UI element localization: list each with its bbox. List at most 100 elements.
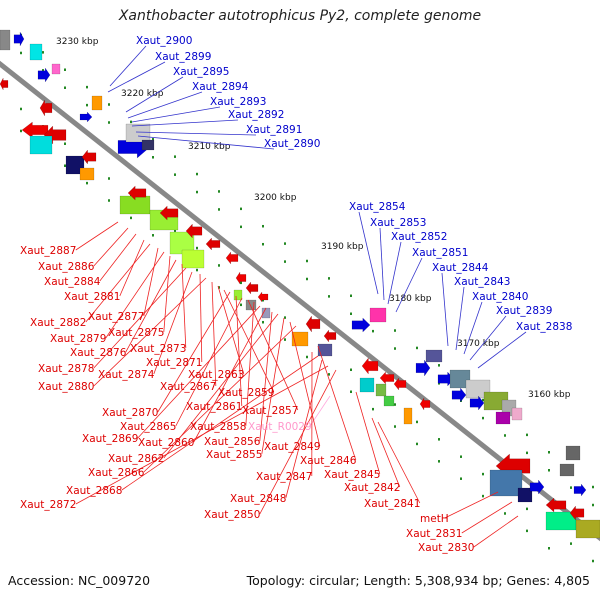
forward-gene-label[interactable]: Xaut_2899 (155, 51, 211, 63)
reverse-gene-label[interactable]: Xaut_2857 (242, 405, 298, 417)
ruler-tick (416, 346, 418, 350)
forward-gene-label[interactable]: Xaut_2851 (412, 247, 468, 259)
reverse-gene-label[interactable]: Xaut_2859 (218, 387, 274, 399)
reverse-gene-label[interactable]: Xaut_2873 (130, 343, 186, 355)
rna-gene-label[interactable]: Xaut_R0029 (248, 421, 312, 433)
reverse-gene-label[interactable]: Xaut_2871 (146, 357, 202, 369)
leader-line (461, 501, 513, 534)
reverse-gene-label[interactable]: Xaut_2869 (82, 433, 138, 445)
ruler-tick (152, 156, 154, 159)
ruler-tick (460, 477, 462, 480)
ruler-tick (262, 224, 264, 228)
forward-gene-label[interactable]: Xaut_2852 (391, 231, 447, 243)
reverse-gene-label[interactable]: Xaut_2884 (44, 276, 101, 288)
leader-line (93, 227, 129, 267)
reverse-gene-label[interactable]: Xaut_2865 (120, 421, 176, 433)
reverse-gene-label[interactable]: Xaut_2830 (418, 542, 474, 554)
forward-gene-label[interactable]: Xaut_2839 (496, 305, 552, 317)
gene-glyph (125, 123, 151, 143)
ruler-tick (482, 494, 484, 498)
reverse-gene-label[interactable]: Xaut_2863 (188, 369, 244, 381)
forward-gene-label[interactable]: Xaut_2893 (210, 96, 266, 108)
reverse-gene-label[interactable]: Xaut_2856 (204, 436, 261, 448)
reverse-gene-label[interactable]: Xaut_2879 (50, 333, 106, 345)
leader-line (181, 263, 187, 349)
reverse-gene-label[interactable]: Xaut_2881 (64, 291, 120, 303)
kbp-label: 3230 kbp (56, 37, 99, 47)
leader-line (153, 271, 193, 375)
ruler-tick (548, 451, 550, 454)
gene-glyph (39, 99, 53, 117)
reverse-gene-label[interactable]: Xaut_2842 (344, 482, 400, 494)
gene-glyph (545, 497, 567, 513)
reverse-gene-label[interactable]: Xaut_2882 (30, 317, 86, 329)
reverse-gene-label[interactable]: Xaut_2850 (204, 509, 260, 521)
reverse-gene-label[interactable]: Xaut_2848 (230, 493, 286, 505)
reverse-gene-label[interactable]: Xaut_2875 (108, 327, 164, 339)
forward-gene-label[interactable]: Xaut_2894 (192, 81, 249, 93)
forward-gene-label[interactable]: Xaut_2844 (432, 262, 489, 274)
forward-gene-label[interactable]: Xaut_2838 (516, 321, 572, 333)
reverse-gene-label[interactable]: Xaut_2847 (256, 471, 312, 483)
forward-gene-label[interactable]: Xaut_2890 (264, 138, 320, 150)
reverse-gene-label[interactable]: metH (420, 513, 449, 525)
ruler-tick (108, 103, 110, 106)
gene-glyph (569, 505, 585, 521)
reverse-gene-label[interactable]: Xaut_2841 (364, 498, 420, 510)
reverse-gene-label[interactable]: Xaut_2831 (406, 528, 462, 540)
reverse-gene-label[interactable]: Xaut_2855 (206, 449, 262, 461)
gene-glyph (495, 411, 511, 425)
reverse-gene-label[interactable]: Xaut_2868 (66, 485, 122, 497)
reverse-gene-label[interactable]: Xaut_2860 (138, 437, 194, 449)
ruler-tick (284, 316, 286, 319)
leader-line (163, 313, 279, 459)
forward-gene-label[interactable]: Xaut_2895 (173, 66, 229, 78)
reverse-gene-label[interactable]: Xaut_2866 (88, 467, 145, 479)
reverse-gene-label[interactable]: Xaut_2878 (38, 363, 94, 375)
reverse-gene-label[interactable]: Xaut_2870 (102, 407, 158, 419)
gene-glyph (415, 359, 431, 377)
reverse-gene-label[interactable]: Xaut_2846 (300, 455, 357, 467)
forward-gene-label[interactable]: Xaut_2892 (228, 109, 284, 121)
ruler-tick (548, 547, 550, 550)
ruler-tick (526, 507, 528, 511)
ruler-tick (64, 164, 66, 167)
gene-labels: Xaut_2900Xaut_2899Xaut_2895Xaut_2894Xaut… (20, 35, 572, 554)
leader-line (157, 291, 231, 413)
gene-glyph (517, 487, 533, 503)
forward-gene-label[interactable]: Xaut_2840 (472, 291, 528, 303)
reverse-gene-label[interactable]: Xaut_2862 (108, 453, 164, 465)
ruler-tick (262, 298, 264, 302)
reverse-gene-label[interactable]: Xaut_2858 (190, 421, 246, 433)
reverse-gene-label[interactable]: Xaut_2872 (20, 499, 76, 511)
leader-line (175, 297, 243, 427)
reverse-gene-label[interactable]: Xaut_2849 (264, 441, 320, 453)
gene-glyph (419, 397, 431, 411)
reverse-gene-label[interactable]: Xaut_2886 (38, 261, 95, 273)
ruler-tick (482, 398, 484, 402)
forward-gene-label[interactable]: Xaut_2891 (246, 124, 302, 136)
reverse-gene-label[interactable]: Xaut_2877 (88, 311, 144, 323)
reverse-gene-label[interactable]: Xaut_2867 (160, 381, 216, 393)
ruler-tick (592, 559, 594, 563)
reverse-gene-label[interactable]: Xaut_2845 (324, 469, 380, 481)
reverse-gene-label[interactable]: Xaut_2861 (186, 401, 242, 413)
ruler-tick (570, 486, 572, 489)
ruler-tick (416, 420, 418, 424)
ruler-tick (130, 216, 132, 220)
forward-gene-label[interactable]: Xaut_2900 (136, 35, 192, 47)
leader-line (131, 106, 221, 123)
forward-gene-label[interactable]: Xaut_2853 (370, 217, 426, 229)
gene-glyph (489, 469, 523, 497)
forward-gene-label[interactable]: Xaut_2854 (349, 201, 406, 213)
gene-glyph (79, 111, 93, 123)
ruler-tick (284, 260, 286, 263)
reverse-gene-label[interactable]: Xaut_2874 (98, 369, 155, 381)
leader-line (125, 76, 184, 113)
forward-gene-label[interactable]: Xaut_2843 (454, 276, 510, 288)
ruler-tick (394, 329, 396, 332)
reverse-gene-label[interactable]: Xaut_2887 (20, 245, 76, 257)
ruler-tick (328, 277, 330, 280)
reverse-gene-label[interactable]: Xaut_2876 (70, 347, 127, 359)
reverse-gene-label[interactable]: Xaut_2880 (38, 381, 94, 393)
